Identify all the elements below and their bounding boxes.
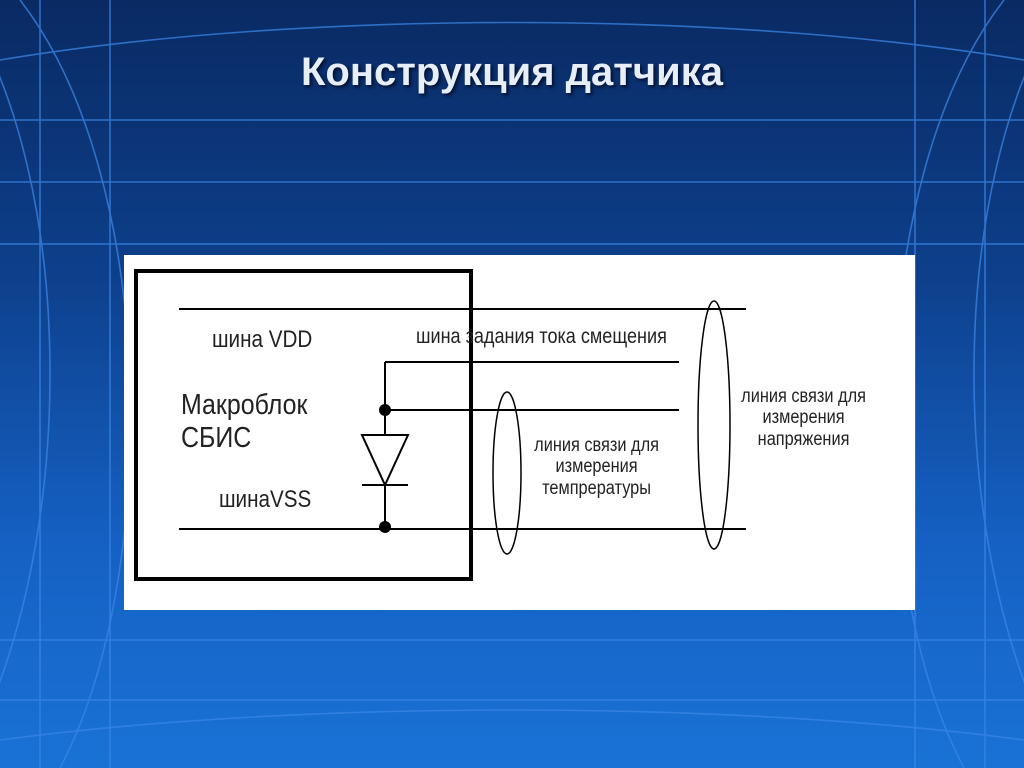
temperature-link-label-line3: темпрературы <box>542 477 652 499</box>
voltage-link-ellipse <box>697 300 731 550</box>
anode-junction-dot <box>379 404 391 416</box>
circuit-drawing <box>134 269 746 581</box>
macroblock-label-line2: СБИС <box>181 422 252 455</box>
voltage-link-label: линия связи для измерения напряжения <box>741 386 866 450</box>
vss-bus-label: шинаVSS <box>219 486 312 513</box>
macroblock-label-line1: Макроблок <box>181 389 308 421</box>
temperature-link-ellipse <box>492 391 522 555</box>
diode-symbol <box>360 434 410 488</box>
vss-junction-dot <box>379 521 391 533</box>
macroblock-label: Макроблок СБИС <box>181 389 307 456</box>
temperature-link-label: линия связи для измерения темпрературы <box>534 435 659 499</box>
vlsi-macroblock-box <box>134 269 473 581</box>
slide-title: Конструкция датчика <box>301 50 723 94</box>
temperature-link-label-line2: измерения <box>555 456 638 478</box>
voltage-link-label-line2: измерения <box>762 407 845 429</box>
vdd-bus-label: шина VDD <box>212 326 313 353</box>
voltage-link-label-line3: напряжения <box>757 428 850 450</box>
sensor-diagram: шина VDD Макроблок СБИС шинаVSS шина зад… <box>124 255 915 610</box>
temperature-link-label-line1: линия связи для <box>534 435 659 456</box>
bias-bus-label: шина задания тока смещения <box>416 325 667 348</box>
voltage-link-label-line1: линия связи для <box>741 386 866 407</box>
